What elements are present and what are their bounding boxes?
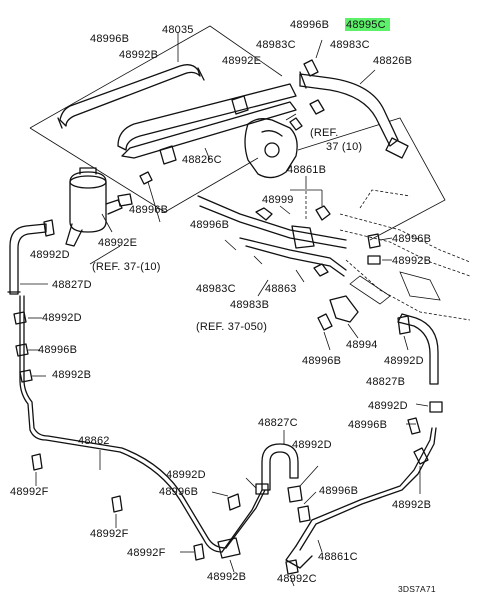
label-48994[interactable]: 48994 <box>346 339 378 351</box>
label-48992B[interactable]: 48992B <box>392 499 431 511</box>
highlight-marker <box>345 18 390 31</box>
ref-label[interactable]: (REF. 37-(10) <box>92 261 161 273</box>
label-48996B[interactable]: 48996B <box>90 33 129 45</box>
label-48996B[interactable]: 48996B <box>392 233 431 245</box>
label-48827B[interactable]: 48827B <box>366 376 405 388</box>
label-48992B[interactable]: 48992B <box>52 369 91 381</box>
label-48861C[interactable]: 48861C <box>318 551 358 563</box>
diagram-code: 3DS7A71 <box>398 584 436 594</box>
label-48992C[interactable]: 48992C <box>277 573 317 585</box>
part-labels: 48996B 48035 48996B 48995C 48992B 48983C… <box>10 18 436 594</box>
label-48992B[interactable]: 48992B <box>207 571 246 583</box>
label-48983B[interactable]: 48983B <box>230 299 269 311</box>
label-48992F[interactable]: 48992F <box>90 528 129 540</box>
ref-label[interactable]: (REF. <box>310 127 339 139</box>
label-48992D[interactable]: 48992D <box>368 400 408 412</box>
label-48983C[interactable]: 48983C <box>196 283 236 295</box>
label-48992F[interactable]: 48992F <box>127 547 166 559</box>
label-48862[interactable]: 48862 <box>78 435 110 447</box>
label-48863[interactable]: 48863 <box>265 283 297 295</box>
label-48827C[interactable]: 48827C <box>258 417 298 429</box>
label-48996B[interactable]: 48996B <box>38 344 77 356</box>
label-48996B[interactable]: 48996B <box>319 485 358 497</box>
diagram-linework <box>7 25 471 587</box>
label-48992D[interactable]: 48992D <box>384 355 424 367</box>
label-48992E[interactable]: 48992E <box>222 55 261 67</box>
label-48983C[interactable]: 48983C <box>256 39 296 51</box>
label-48826C[interactable]: 48826C <box>182 154 222 166</box>
label-48996B[interactable]: 48996B <box>290 19 329 31</box>
label-48992E[interactable]: 48992E <box>98 237 137 249</box>
label-48996B[interactable]: 48996B <box>129 204 168 216</box>
label-48992F[interactable]: 48992F <box>10 486 49 498</box>
ref-label[interactable]: (REF. 37-050) <box>196 321 267 333</box>
ref-label[interactable]: 37 (10) <box>326 141 362 153</box>
label-48996B[interactable]: 48996B <box>348 419 387 431</box>
label-48996B[interactable]: 48996B <box>190 219 229 231</box>
label-48992D[interactable]: 48992D <box>42 312 82 324</box>
label-48999[interactable]: 48999 <box>262 194 294 206</box>
label-48992B[interactable]: 48992B <box>119 49 158 61</box>
label-48826B[interactable]: 48826B <box>373 55 412 67</box>
label-48992D[interactable]: 48992D <box>166 469 206 481</box>
label-48992B[interactable]: 48992B <box>392 255 431 267</box>
label-48995C[interactable]: 48995C <box>346 19 386 31</box>
label-48035[interactable]: 48035 <box>162 24 194 36</box>
label-48861B[interactable]: 48861B <box>287 164 326 176</box>
label-48996B[interactable]: 48996B <box>302 355 341 367</box>
label-48996B[interactable]: 48996B <box>159 486 198 498</box>
label-48983C[interactable]: 48983C <box>330 39 370 51</box>
label-48992D[interactable]: 48992D <box>292 439 332 451</box>
label-48992D[interactable]: 48992D <box>30 249 70 261</box>
label-48827D[interactable]: 48827D <box>52 279 92 291</box>
